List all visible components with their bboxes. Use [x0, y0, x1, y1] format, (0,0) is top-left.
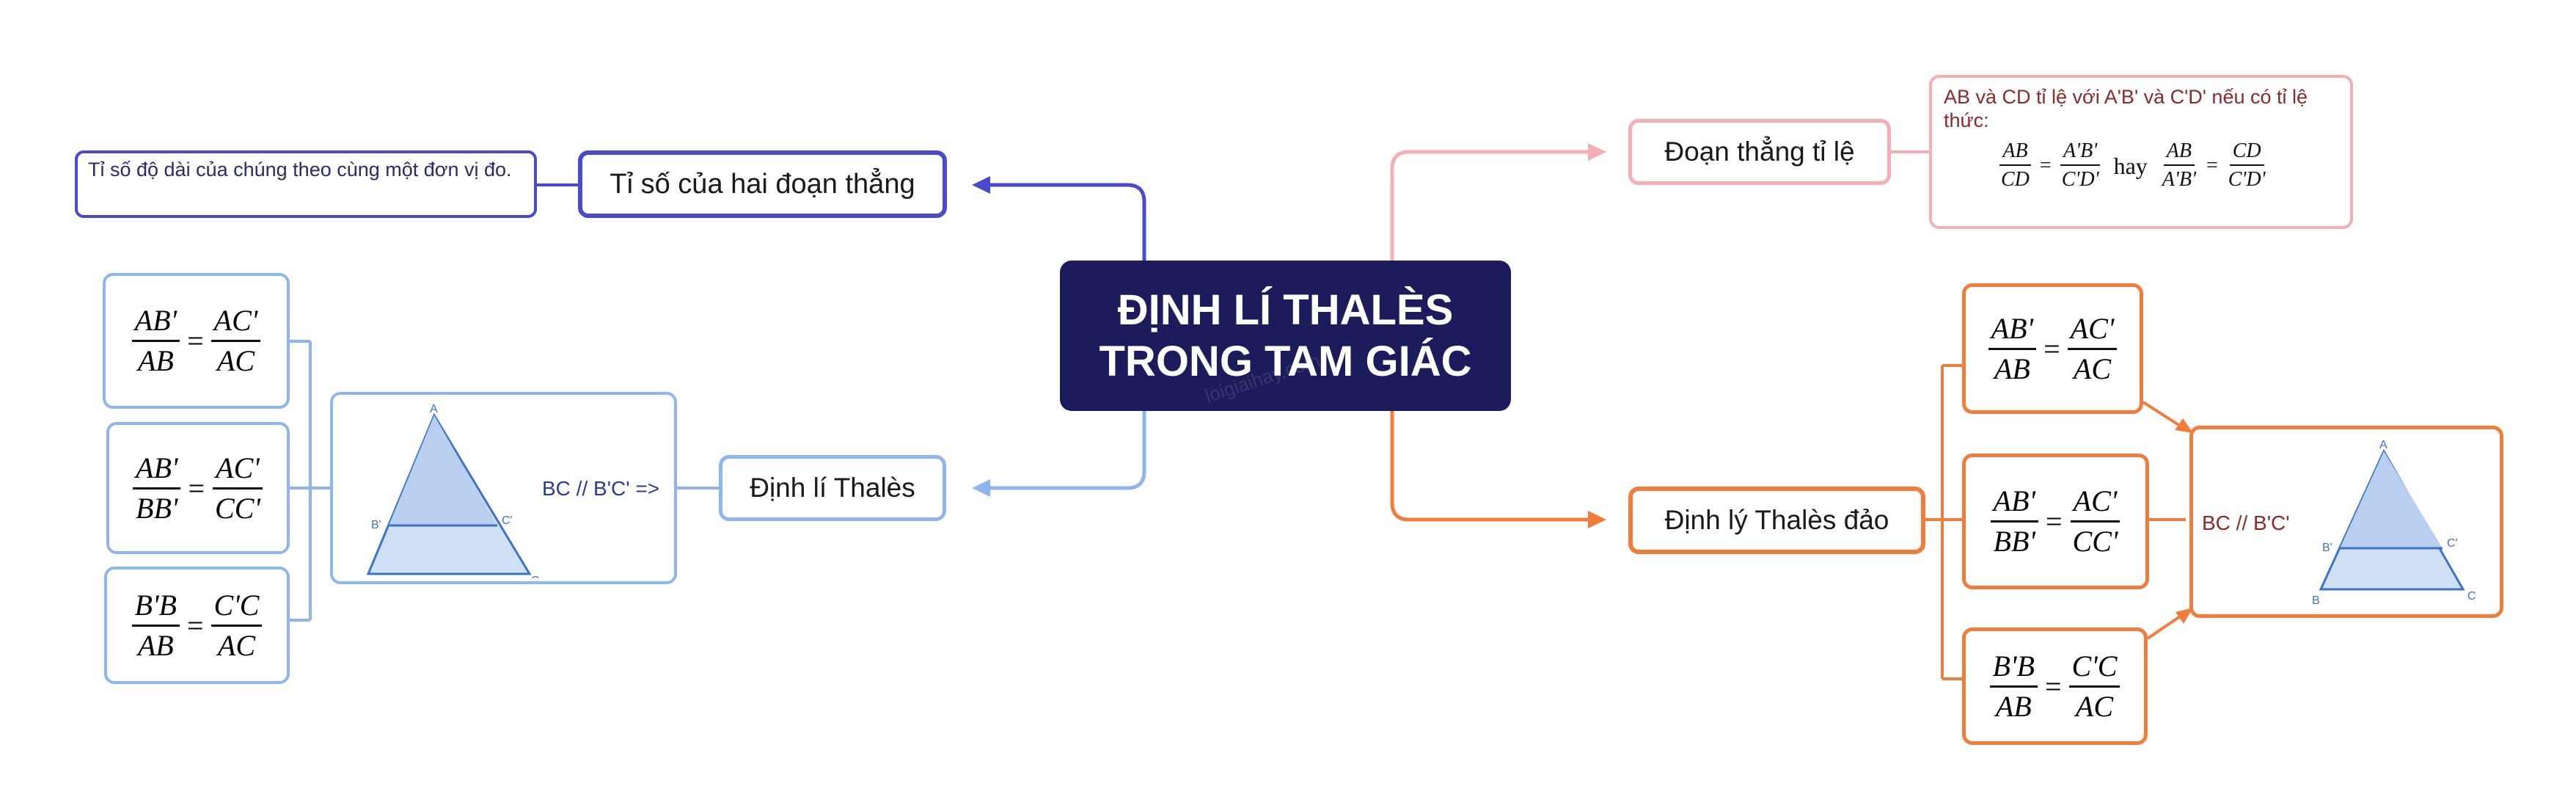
lf3-eq: = — [186, 608, 204, 642]
proportional-note: AB và CD tỉ lệ với A'B' và C'D' nếu có t… — [1929, 75, 2353, 229]
left-triangle-figure: A B' C' B C — [359, 403, 538, 578]
connector-root-ratio — [987, 183, 1146, 261]
lf3-d2: AC — [217, 628, 256, 662]
rf2-d2: CC' — [2072, 525, 2118, 558]
rf2-eq: = — [2045, 505, 2063, 538]
ratio-node[interactable]: Tỉ số của hai đoạn thẳng — [578, 150, 947, 218]
pf1-num2: A'B' — [2060, 139, 2101, 166]
root-title-line2: TRONG TAM GIÁC — [1099, 337, 1472, 385]
pf2-den2: C'D' — [2228, 168, 2266, 191]
rf1-d1: AB — [1994, 352, 2030, 385]
connector-bracket-left — [290, 340, 330, 622]
arrow-thales — [972, 479, 990, 497]
lf3-n1: B'B — [131, 589, 180, 627]
rf1-d2: AC — [2073, 352, 2112, 385]
pf1-num: AB — [1999, 139, 2031, 166]
arrow-formula3 — [2176, 608, 2193, 624]
rf2-d1: BB' — [1993, 525, 2035, 558]
thales-node-label: Định lí Thalès — [750, 473, 915, 503]
rf3-d2: AC — [2075, 689, 2114, 723]
arrow-formula1 — [2175, 418, 2193, 433]
arrow-converse — [1588, 511, 1606, 528]
lf2-n2: AC' — [213, 451, 263, 490]
left-tri-Cp: C' — [502, 514, 513, 527]
rf1-n2: AC' — [2067, 312, 2118, 350]
pf2-den: A'B' — [2162, 168, 2196, 191]
lf1-d2: AC — [216, 344, 255, 377]
pf1-den2: C'D' — [2061, 168, 2099, 191]
lf1-eq: = — [187, 324, 204, 357]
right-tri-Bp: B' — [2322, 542, 2332, 554]
rf3-d1: AB — [1995, 689, 2032, 723]
converse-node-label: Định lý Thalès đảo — [1664, 505, 1889, 535]
pf2-num: AB — [2163, 139, 2195, 166]
left-formula-2: AB'BB' = AC'CC' — [106, 422, 290, 554]
proportional-note-text: AB và CD tỉ lệ với A'B' và C'D' nếu có t… — [1944, 86, 2308, 131]
connector-root-converse — [1390, 411, 1592, 522]
left-formula-1: AB'AB = AC'AC — [103, 273, 290, 409]
connector-formula3-triangle — [2146, 614, 2184, 640]
pf1-den: CD — [2001, 168, 2030, 191]
lf2-d1: BB' — [136, 491, 178, 525]
lf2-n1: AB' — [133, 451, 181, 490]
lf3-d1: AB — [137, 628, 174, 662]
right-triangle-box: BC // B'C' A B' C' B C — [2189, 426, 2503, 618]
converse-node[interactable]: Định lý Thalès đảo — [1628, 487, 1925, 554]
lf1-n2: AC' — [211, 304, 261, 342]
ratio-note: Tỉ số độ dài của chúng theo cùng một đơn… — [75, 150, 537, 218]
rf2-n1: AB' — [1990, 484, 2038, 523]
lf3-n2: C'C — [211, 589, 263, 627]
pf2-eq: = — [2206, 153, 2218, 177]
lf1-d1: AB — [137, 344, 174, 377]
root-node[interactable]: ĐỊNH LÍ THALÈS TRONG TAM GIÁC — [1060, 261, 1511, 411]
right-conclusion: BC // B'C' — [2202, 512, 2290, 534]
left-tri-A: A — [430, 403, 438, 415]
rf2-n2: AC' — [2070, 484, 2121, 523]
right-tri-B: B — [2312, 594, 2320, 607]
connector-bracket-right — [1925, 364, 1962, 680]
ratio-node-label: Tỉ số của hai đoạn thẳng — [610, 168, 915, 200]
lf1-n1: AB' — [131, 304, 180, 342]
proportional-node[interactable]: Đoạn thẳng tỉ lệ — [1628, 119, 1891, 185]
connector-root-proportional — [1390, 150, 1592, 261]
root-title-line1: ĐỊNH LÍ THALÈS — [1117, 285, 1454, 334]
rf1-n1: AB' — [1988, 312, 2037, 350]
lf2-d2: CC' — [215, 491, 260, 525]
left-tri-C: C — [531, 575, 538, 578]
right-tri-A: A — [2379, 439, 2387, 451]
pf1-eq: = — [2039, 153, 2052, 177]
proportional-node-label: Đoạn thẳng tỉ lệ — [1664, 137, 1855, 167]
connector-formula1-triangle — [2142, 401, 2184, 429]
left-tri-Bp: B' — [371, 519, 381, 531]
right-formula-1: AB'AB = AC'AC — [1962, 283, 2143, 414]
rf3-n1: B'B — [1989, 649, 2038, 688]
arrow-ratio — [972, 176, 990, 194]
thales-node[interactable]: Định lí Thalès — [719, 455, 946, 521]
rf1-eq: = — [2043, 332, 2060, 365]
rf3-eq: = — [2044, 669, 2062, 703]
rf3-n2: C'C — [2068, 649, 2121, 688]
right-triangle-figure: A B' C' B C — [2312, 439, 2476, 607]
ratio-note-text: Tỉ số độ dài của chúng theo cùng một đơn… — [88, 159, 512, 181]
right-tri-Cp: C' — [2447, 537, 2458, 550]
pf2-num2: CD — [2229, 139, 2264, 166]
connector-root-thales — [987, 411, 1146, 490]
left-condition: BC // B'C' => — [542, 477, 660, 500]
left-triangle-box: A B' C' B C BC // B'C' => — [330, 392, 677, 584]
pf-hay: hay — [2113, 152, 2148, 179]
lf2-eq: = — [188, 471, 205, 505]
right-tri-C: C — [2467, 590, 2476, 603]
arrow-proportional — [1588, 143, 1606, 161]
right-formula-2: AB'BB' = AC'CC' — [1962, 454, 2149, 589]
